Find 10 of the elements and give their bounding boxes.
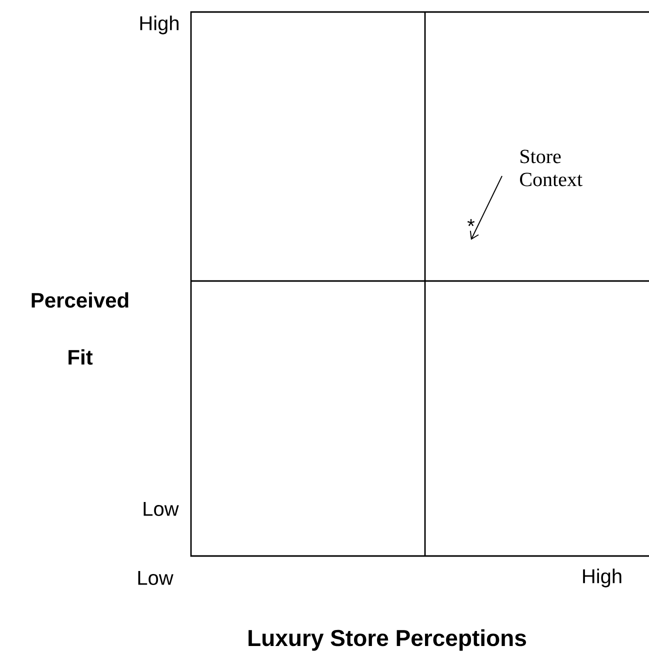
axis-title: Luxury Store Perceptions bbox=[248, 629, 526, 651]
axis-tick-label: High bbox=[583, 568, 622, 588]
arrow bbox=[470, 176, 502, 240]
axis-tick-label: Low bbox=[138, 571, 174, 585]
callout-text: Store Context bbox=[520, 150, 582, 186]
asterisk-mark: * bbox=[467, 219, 475, 226]
axis-tick-label: High bbox=[140, 16, 178, 34]
axis-tick-label: Low bbox=[144, 502, 179, 516]
axis-title: Perceived bbox=[32, 292, 128, 308]
axis-title: Fit bbox=[68, 349, 93, 365]
